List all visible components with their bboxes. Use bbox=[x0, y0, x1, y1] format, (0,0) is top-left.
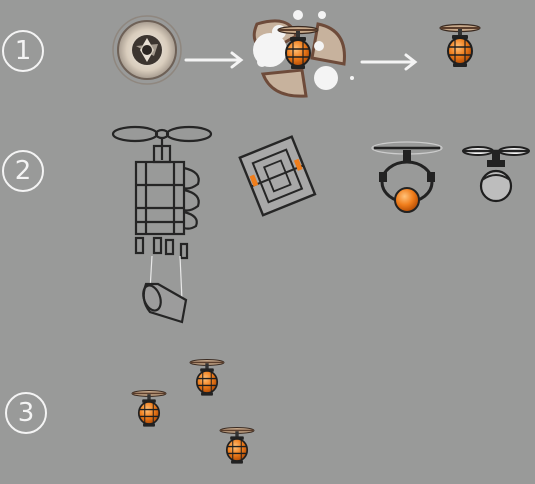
step-number-2: 2 bbox=[2, 150, 44, 192]
lantern-drone-icon bbox=[131, 389, 167, 428]
vortex-icon bbox=[112, 15, 182, 85]
arrow-right-icon bbox=[184, 51, 244, 69]
lantern-drone-icon bbox=[219, 426, 255, 465]
step-number-1: 1 bbox=[2, 30, 44, 72]
sphere-pod-icon bbox=[462, 146, 530, 203]
propeller-stack-sketch bbox=[111, 125, 213, 324]
step-number-3: 3 bbox=[5, 392, 47, 434]
ring-drone-icon bbox=[371, 141, 443, 213]
arrow-right-icon bbox=[360, 53, 418, 71]
lantern-drone-icon bbox=[189, 358, 225, 397]
cage-icon bbox=[238, 135, 317, 217]
lantern-drone-icon bbox=[439, 23, 481, 68]
smoke-burst bbox=[252, 10, 354, 98]
